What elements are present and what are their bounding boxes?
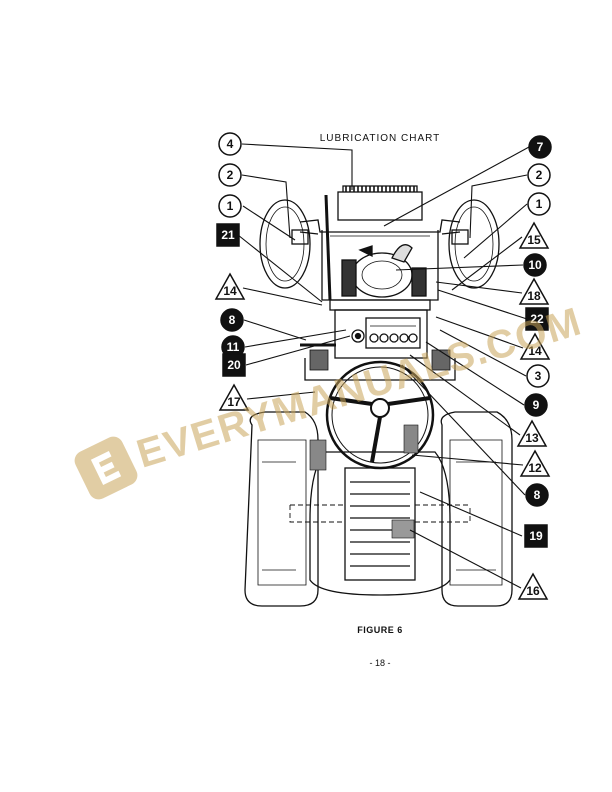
callout-c19: 19 <box>524 524 548 548</box>
callout-label: 7 <box>537 140 544 154</box>
callout-square-filled-shape <box>525 307 549 331</box>
rear-right-wheel <box>440 411 513 607</box>
callout-label: 20 <box>227 358 241 372</box>
watermark-text: EVERYMANUALS.COM <box>132 299 587 476</box>
callout-triangle-open-shape <box>214 272 246 300</box>
callout-label: 3 <box>535 369 542 383</box>
callout-circle-open-shape <box>527 192 551 216</box>
chart-title: LUBRICATION CHART <box>319 133 441 144</box>
callout-square-filled-shape <box>524 524 548 548</box>
callout-label: 14 <box>528 344 542 358</box>
callout-label: 8 <box>534 488 541 502</box>
callout-c22: 22 <box>525 307 549 331</box>
callout-circle-filled-shape <box>524 393 548 417</box>
callout-label: 22 <box>530 312 544 326</box>
callout-c13: 13 <box>516 419 548 447</box>
callout-c1-left: 1 <box>218 194 242 218</box>
callout-circle-open-shape <box>218 163 242 187</box>
callout-c21: 21 <box>216 223 240 247</box>
callout-c14-right: 14 <box>519 332 551 360</box>
callout-label: 12 <box>528 461 542 475</box>
radiator-grille <box>337 185 423 221</box>
callout-label: 2 <box>227 168 234 182</box>
callout-c2-right: 2 <box>527 163 551 187</box>
page-number: - 18 - <box>369 658 391 668</box>
callout-circle-filled-shape <box>528 135 552 159</box>
callout-triangle-open-shape <box>518 221 550 249</box>
callout-c8-right: 8 <box>525 483 549 507</box>
engine-body <box>321 230 439 301</box>
callout-c1-right: 1 <box>527 192 551 216</box>
callout-c12: 12 <box>519 449 551 477</box>
callout-triangle-open-shape <box>519 449 551 477</box>
callout-circle-filled-shape <box>220 308 244 332</box>
callout-c16: 16 <box>517 572 549 600</box>
callout-label: 2 <box>536 168 543 182</box>
callout-c20: 20 <box>222 353 246 377</box>
callout-c14-left: 14 <box>214 272 246 300</box>
callout-label: 14 <box>223 284 237 298</box>
callout-label: 8 <box>229 313 236 327</box>
callout-label: 9 <box>533 398 540 412</box>
callout-label: 1 <box>536 197 543 211</box>
callout-c10: 10 <box>523 253 547 277</box>
callout-label: 15 <box>527 233 541 247</box>
dash-panel <box>329 299 431 359</box>
callout-square-filled-shape <box>216 223 240 247</box>
callout-triangle-open-shape <box>518 277 550 305</box>
callout-triangle-open-shape <box>218 383 250 411</box>
watermark-logo <box>74 436 138 500</box>
callout-label: 1 <box>227 199 234 213</box>
callout-label: 16 <box>526 584 540 598</box>
callout-c15: 15 <box>518 221 550 249</box>
callout-triangle-open-shape <box>516 419 548 447</box>
callout-c17: 17 <box>218 383 250 411</box>
callout-label: 13 <box>525 431 539 445</box>
callout-circle-open-shape <box>527 163 551 187</box>
callout-c2-left: 2 <box>218 163 242 187</box>
callout-circle-open-shape <box>218 132 242 156</box>
callout-c3: 3 <box>526 364 550 388</box>
callout-circle-filled-shape <box>523 253 547 277</box>
callout-square-filled-shape <box>222 353 246 377</box>
figure-caption: FIGURE 6 <box>357 625 403 635</box>
callout-label: 4 <box>227 137 234 151</box>
tractor-illustration <box>244 185 513 607</box>
callout-circle-open-shape <box>526 364 550 388</box>
callout-label: 18 <box>527 289 541 303</box>
callout-label: 21 <box>221 228 235 242</box>
callout-c4-top: 4 <box>218 132 242 156</box>
leader-lines <box>237 143 530 589</box>
callout-label: 11 <box>227 340 240 354</box>
callout-c18: 18 <box>518 277 550 305</box>
callout-label: 17 <box>227 395 241 409</box>
watermark: EVERYMANUALS.COM <box>74 299 587 500</box>
callout-label: 19 <box>529 529 543 543</box>
callout-c7: 7 <box>528 135 552 159</box>
front-axle <box>291 219 469 245</box>
rear-left-wheel <box>244 411 319 607</box>
callout-triangle-open-shape <box>519 332 551 360</box>
callout-circle-open-shape <box>218 194 242 218</box>
callout-circle-filled-shape <box>525 483 549 507</box>
callout-c8-left: 8 <box>220 308 244 332</box>
callout-label: 10 <box>528 258 542 272</box>
seat-body <box>289 424 471 596</box>
callout-c9: 9 <box>524 393 548 417</box>
callout-triangle-open-shape <box>517 572 549 600</box>
